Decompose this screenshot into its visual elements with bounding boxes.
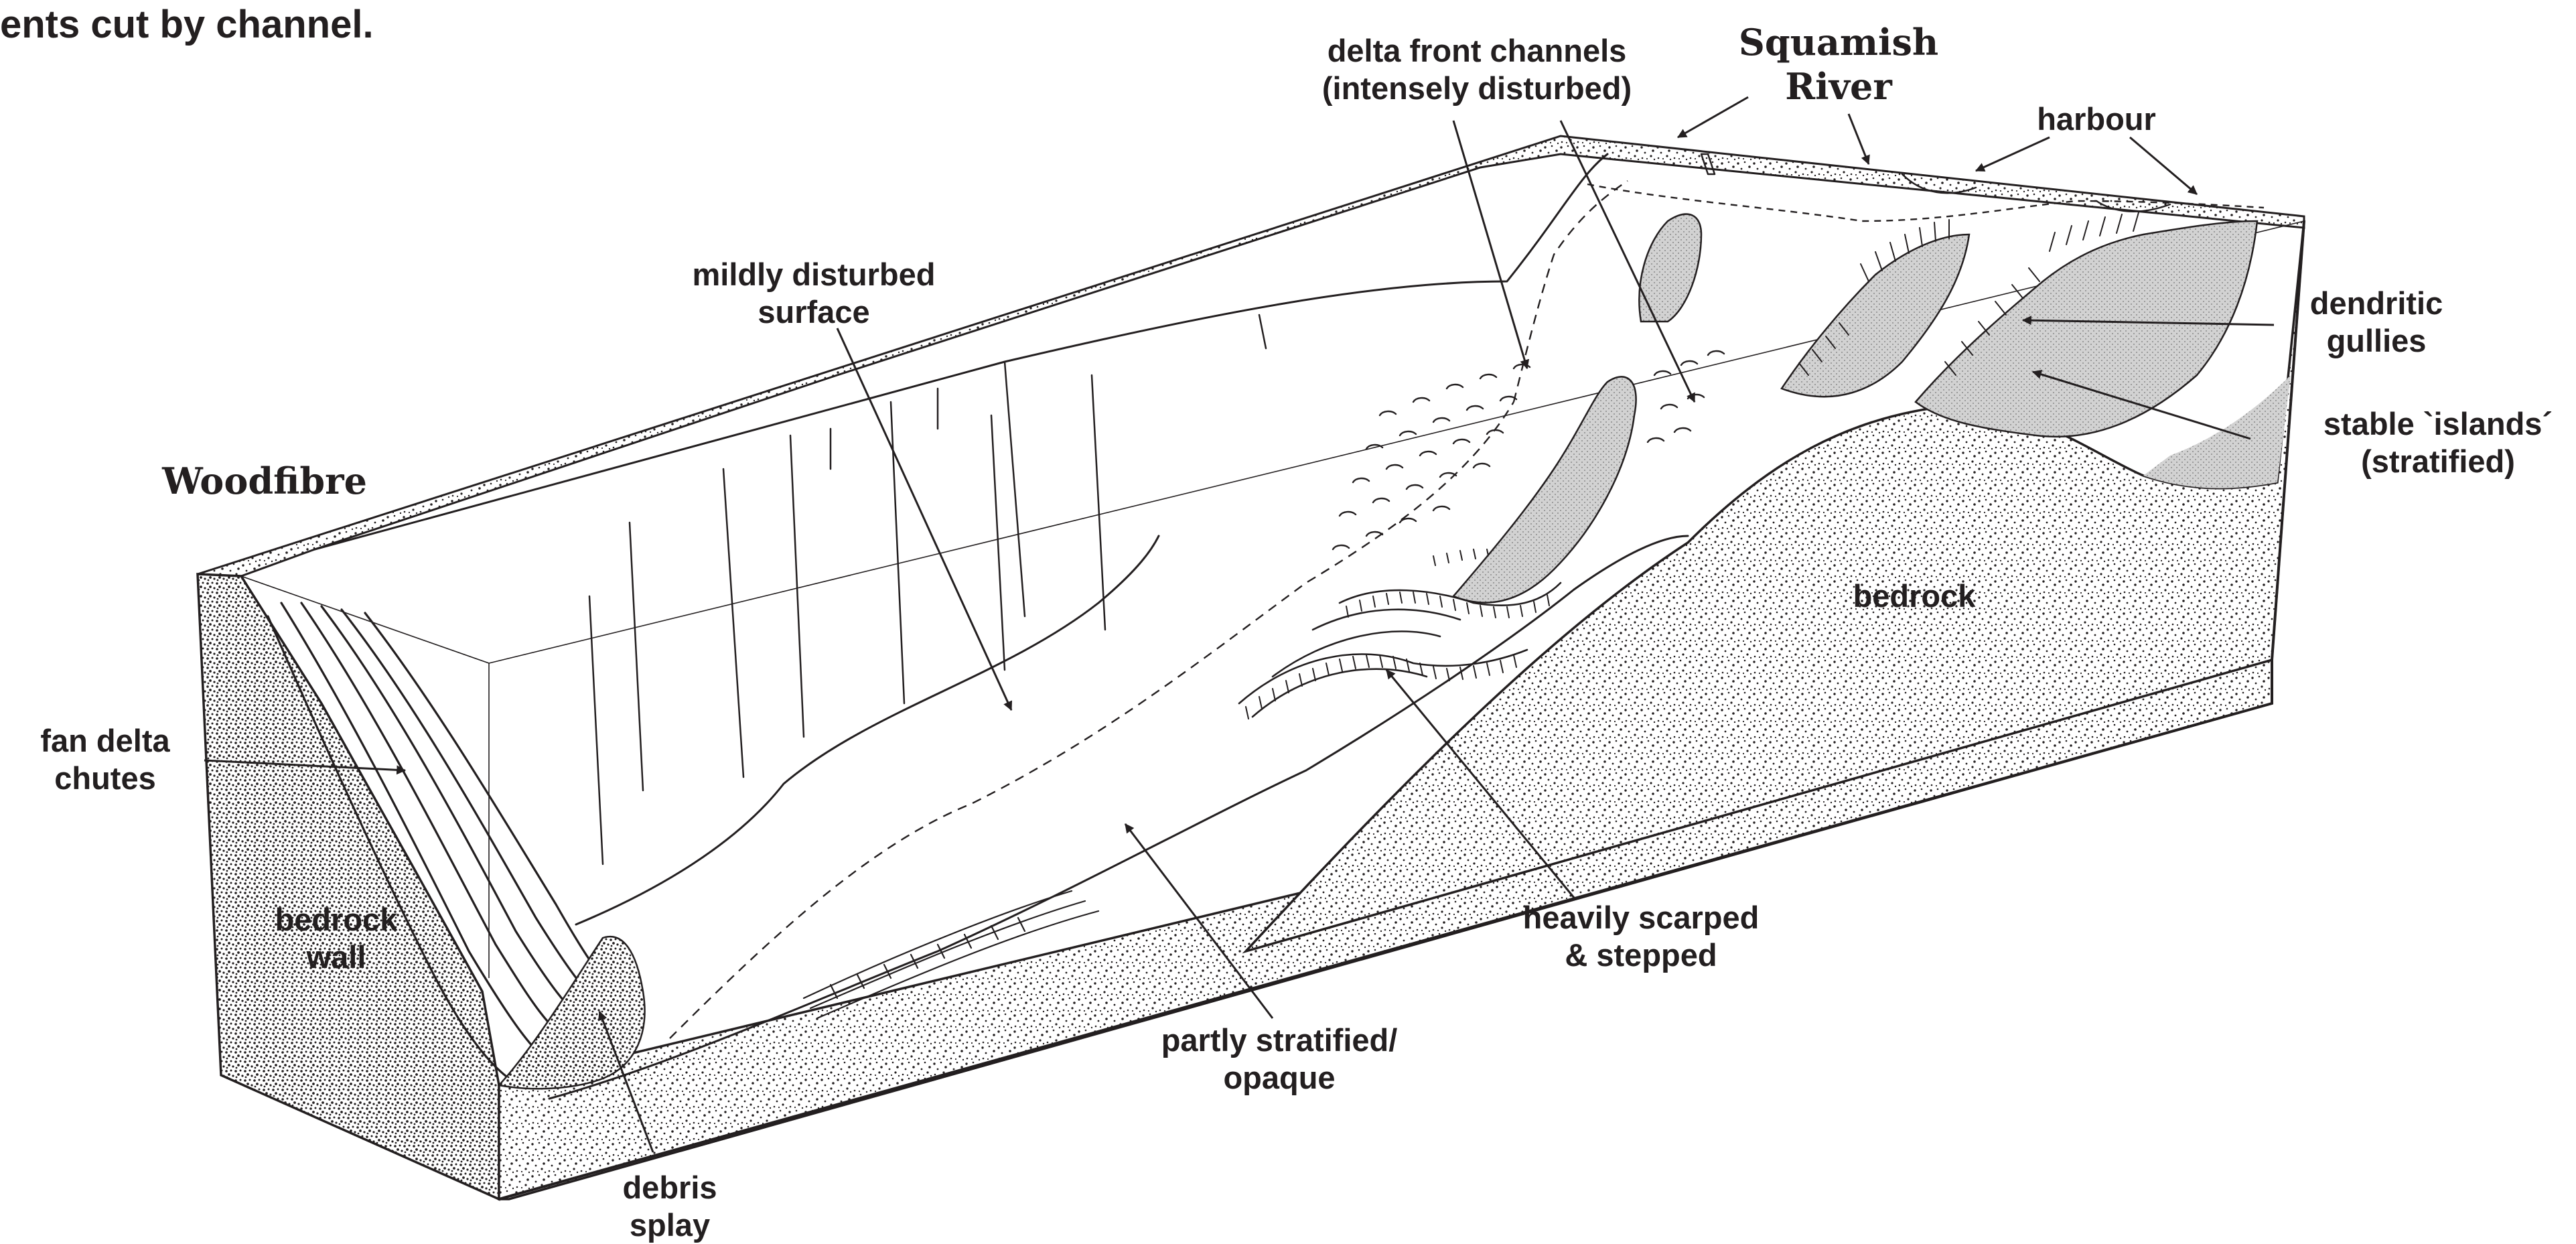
label-partly-line1: partly stratified/ [1161, 1022, 1398, 1059]
block-front-face [499, 660, 2272, 1199]
label-bedrock-wall-line2: wall [275, 939, 398, 976]
label-fan-line2: chutes [40, 760, 169, 797]
label-bedrock-wall: bedrock wall [275, 901, 398, 976]
wall-striations [589, 315, 1266, 864]
place-squamish-line2: River [1739, 64, 1938, 109]
arrow-harbour-2 [2130, 137, 2197, 194]
label-stable-line2: (stratified) [2323, 443, 2553, 480]
label-fan-delta-chutes: fan delta chutes [40, 722, 169, 797]
slope-base-line [576, 536, 1159, 924]
far-wall-surface [315, 154, 1607, 549]
label-dendritic-line1: dendritic [2310, 285, 2443, 322]
place-squamish-line1: Squamish [1739, 20, 1938, 64]
label-heavily-line2: & stepped [1523, 937, 1760, 974]
label-debris-line1: debris [622, 1169, 717, 1206]
label-bedrock-wall-line1: bedrock [275, 901, 398, 939]
label-mildly-disturbed-surface: mildly disturbed surface [693, 256, 936, 331]
channel-floor-dashed-2 [1514, 181, 1628, 402]
debris-splay-shape [499, 937, 645, 1089]
label-delta-front-line1: delta front channels [1322, 32, 1632, 70]
arrow-mildly-disturbed [837, 328, 1011, 710]
label-harbour: harbour [2037, 100, 2156, 138]
front-bottom-edge [499, 703, 2272, 1199]
label-stable-islands: stable `islands´ (stratified) [2323, 405, 2553, 480]
label-partly-stratified: partly stratified/ opaque [1161, 1022, 1398, 1097]
label-mildly-line2: surface [693, 293, 936, 331]
arrow-harbour-1 [1976, 137, 2050, 171]
label-debris-splay: debris splay [622, 1169, 717, 1244]
stable-island-2 [1916, 221, 2257, 437]
header-fragment: ents cut by channel. [0, 1, 374, 48]
arrow-squamish-2 [1849, 114, 1869, 164]
label-partly-line2: opaque [1161, 1059, 1398, 1097]
label-heavily-scarped: heavily scarped & stepped [1523, 899, 1760, 974]
label-debris-line2: splay [622, 1206, 717, 1244]
central-shoal [1453, 376, 1636, 602]
place-squamish-river: Squamish River [1739, 20, 1938, 109]
label-fan-line1: fan delta [40, 722, 169, 760]
place-woodfibre: Woodfibre [162, 459, 367, 503]
label-dendritic-gullies: dendritic gullies [2310, 285, 2443, 360]
label-heavily-line1: heavily scarped [1523, 899, 1760, 937]
label-delta-front-channels: delta front channels (intensely disturbe… [1322, 32, 1632, 107]
label-dendritic-line2: gullies [2310, 322, 2443, 360]
label-stable-line1: stable `islands´ [2323, 405, 2553, 443]
label-delta-front-line2: (intensely disturbed) [1322, 70, 1632, 107]
label-bedrock: bedrock [1853, 577, 1976, 615]
arrow-squamish-1 [1678, 97, 1748, 137]
label-mildly-line1: mildly disturbed [693, 256, 936, 293]
bedrock-wall-face [198, 574, 499, 1199]
stable-island-1 [1782, 234, 1969, 397]
